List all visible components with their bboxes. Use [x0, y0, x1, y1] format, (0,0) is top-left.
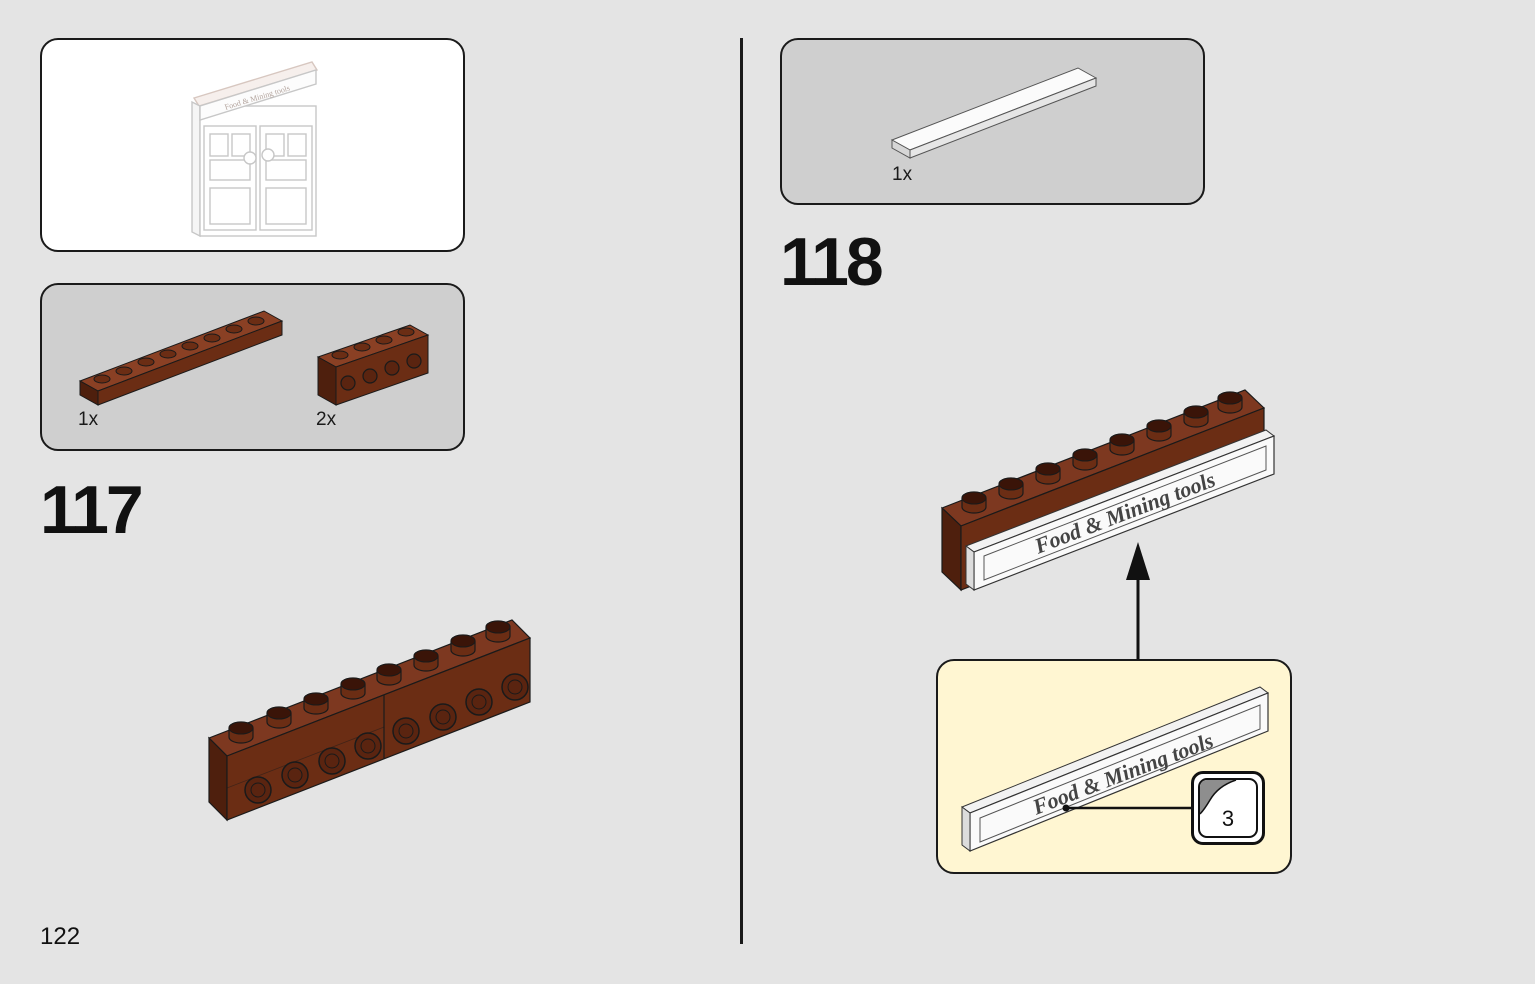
step-number-118: 118: [780, 224, 884, 300]
page-divider: [740, 38, 743, 944]
sticker-callout: Food & Mining tools 3: [936, 659, 1292, 874]
part-qty-brick-1x8: 1x: [78, 409, 99, 430]
sticker-sheet-number: 3: [1221, 806, 1235, 831]
brick-1x8-part: [78, 310, 284, 406]
sticker-peel-icon: [1200, 780, 1237, 815]
brick-1x4-side-studs-part: [316, 324, 430, 406]
part-qty-brick-1x4: 2x: [316, 409, 337, 430]
parts-list-118: 1x: [780, 38, 1205, 205]
sticker-sheet-inner: 3: [1198, 778, 1258, 838]
sticker-tile: [960, 686, 1270, 852]
preview-panel: Food & Mining tools: [40, 38, 465, 252]
parts-list-117: 1x 2x: [40, 283, 465, 451]
step-number-117: 117: [40, 472, 144, 548]
page-number: 122: [40, 923, 81, 950]
sticker-sheet-badge: 3: [1191, 771, 1265, 845]
part-qty-tile-1x8: 1x: [892, 164, 913, 185]
tile-1x8-part: [890, 67, 1098, 159]
door-assembly-preview: Food & Mining tools: [191, 61, 319, 238]
step-117-assembly: [207, 619, 532, 822]
